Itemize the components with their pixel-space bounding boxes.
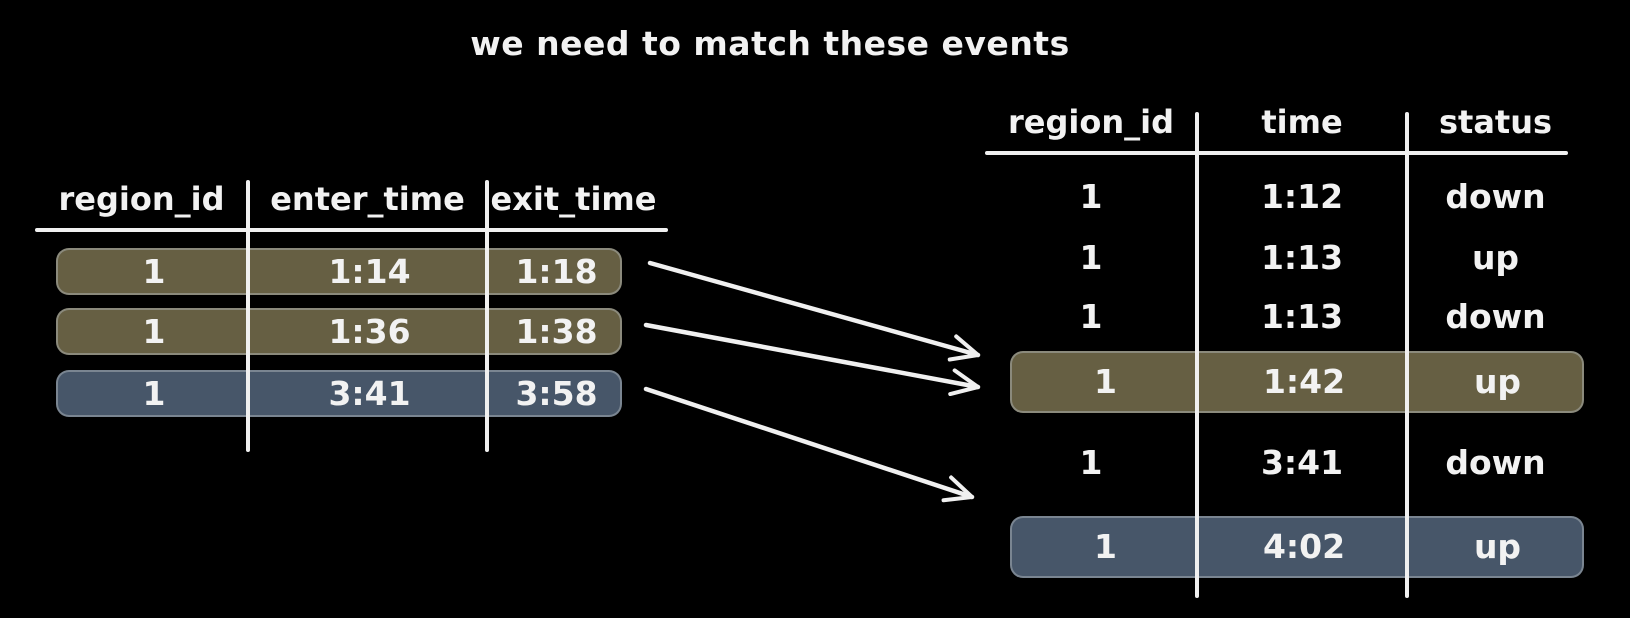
left-row2-exit-time: 1:38 — [515, 312, 598, 351]
left-table-header-enter-time: enter_time — [270, 180, 465, 218]
right-row1-status: down — [1445, 177, 1546, 216]
left-row2-region-id: 1 — [142, 312, 166, 351]
right-row3-region-id: 1 — [1079, 297, 1103, 336]
left-table-row-2: 1 1:36 1:38 — [56, 308, 622, 355]
right-table-header-region-id: region_id — [1008, 103, 1174, 141]
left-table-column-divider-2 — [485, 180, 489, 452]
right-table-header-time: time — [1261, 103, 1343, 141]
right-row3-time: 1:13 — [1260, 297, 1344, 336]
left-row2-enter-time: 1:36 — [328, 312, 411, 351]
right-table-column-divider-1 — [1195, 112, 1199, 598]
left-table-header-exit-time: exit_time — [490, 180, 657, 218]
right-row6-status: up — [1473, 527, 1522, 566]
right-row3-status: down — [1445, 297, 1546, 336]
left-row3-exit-time: 3:58 — [515, 374, 598, 413]
right-row4-region-id: 1 — [1094, 362, 1117, 401]
right-row2-time: 1:13 — [1260, 238, 1344, 277]
left-row1-exit-time: 1:18 — [515, 252, 598, 291]
right-row6-time: 4:02 — [1262, 527, 1346, 566]
left-row1-region-id: 1 — [142, 252, 166, 291]
right-table-row-4: 1 1:42 up — [1010, 351, 1584, 413]
arrow-row1-to-142up — [647, 260, 981, 362]
right-row6-region-id: 1 — [1094, 527, 1117, 566]
right-table-header-status: status — [1438, 103, 1553, 141]
left-table-header-region-id: region_id — [58, 180, 225, 218]
arrow-row2-to-142up — [643, 322, 981, 397]
right-row1-time: 1:12 — [1260, 177, 1344, 216]
left-row3-enter-time: 3:41 — [328, 374, 411, 413]
left-table-column-divider-1 — [246, 180, 250, 452]
left-row3-region-id: 1 — [142, 374, 166, 413]
right-row5-status: down — [1445, 443, 1546, 482]
right-row5-time: 3:41 — [1260, 443, 1344, 482]
right-row1-region-id: 1 — [1079, 177, 1103, 216]
left-table-row-1: 1 1:14 1:18 — [56, 248, 622, 295]
right-row5-region-id: 1 — [1079, 443, 1103, 482]
right-table-column-divider-2 — [1405, 112, 1409, 598]
arrow-row3-to-402up — [643, 386, 975, 503]
right-row4-time: 1:42 — [1262, 362, 1346, 401]
right-row4-status: up — [1473, 362, 1522, 401]
left-table-header-underline — [35, 228, 668, 232]
right-row2-status: up — [1471, 238, 1520, 277]
left-row1-enter-time: 1:14 — [328, 252, 411, 291]
left-table-row-3: 1 3:41 3:58 — [56, 370, 622, 417]
right-table-row-6: 1 4:02 up — [1010, 516, 1584, 578]
right-table-header-underline — [985, 151, 1568, 155]
right-row2-region-id: 1 — [1079, 238, 1103, 277]
diagram-title: we need to match these events — [470, 24, 1070, 63]
